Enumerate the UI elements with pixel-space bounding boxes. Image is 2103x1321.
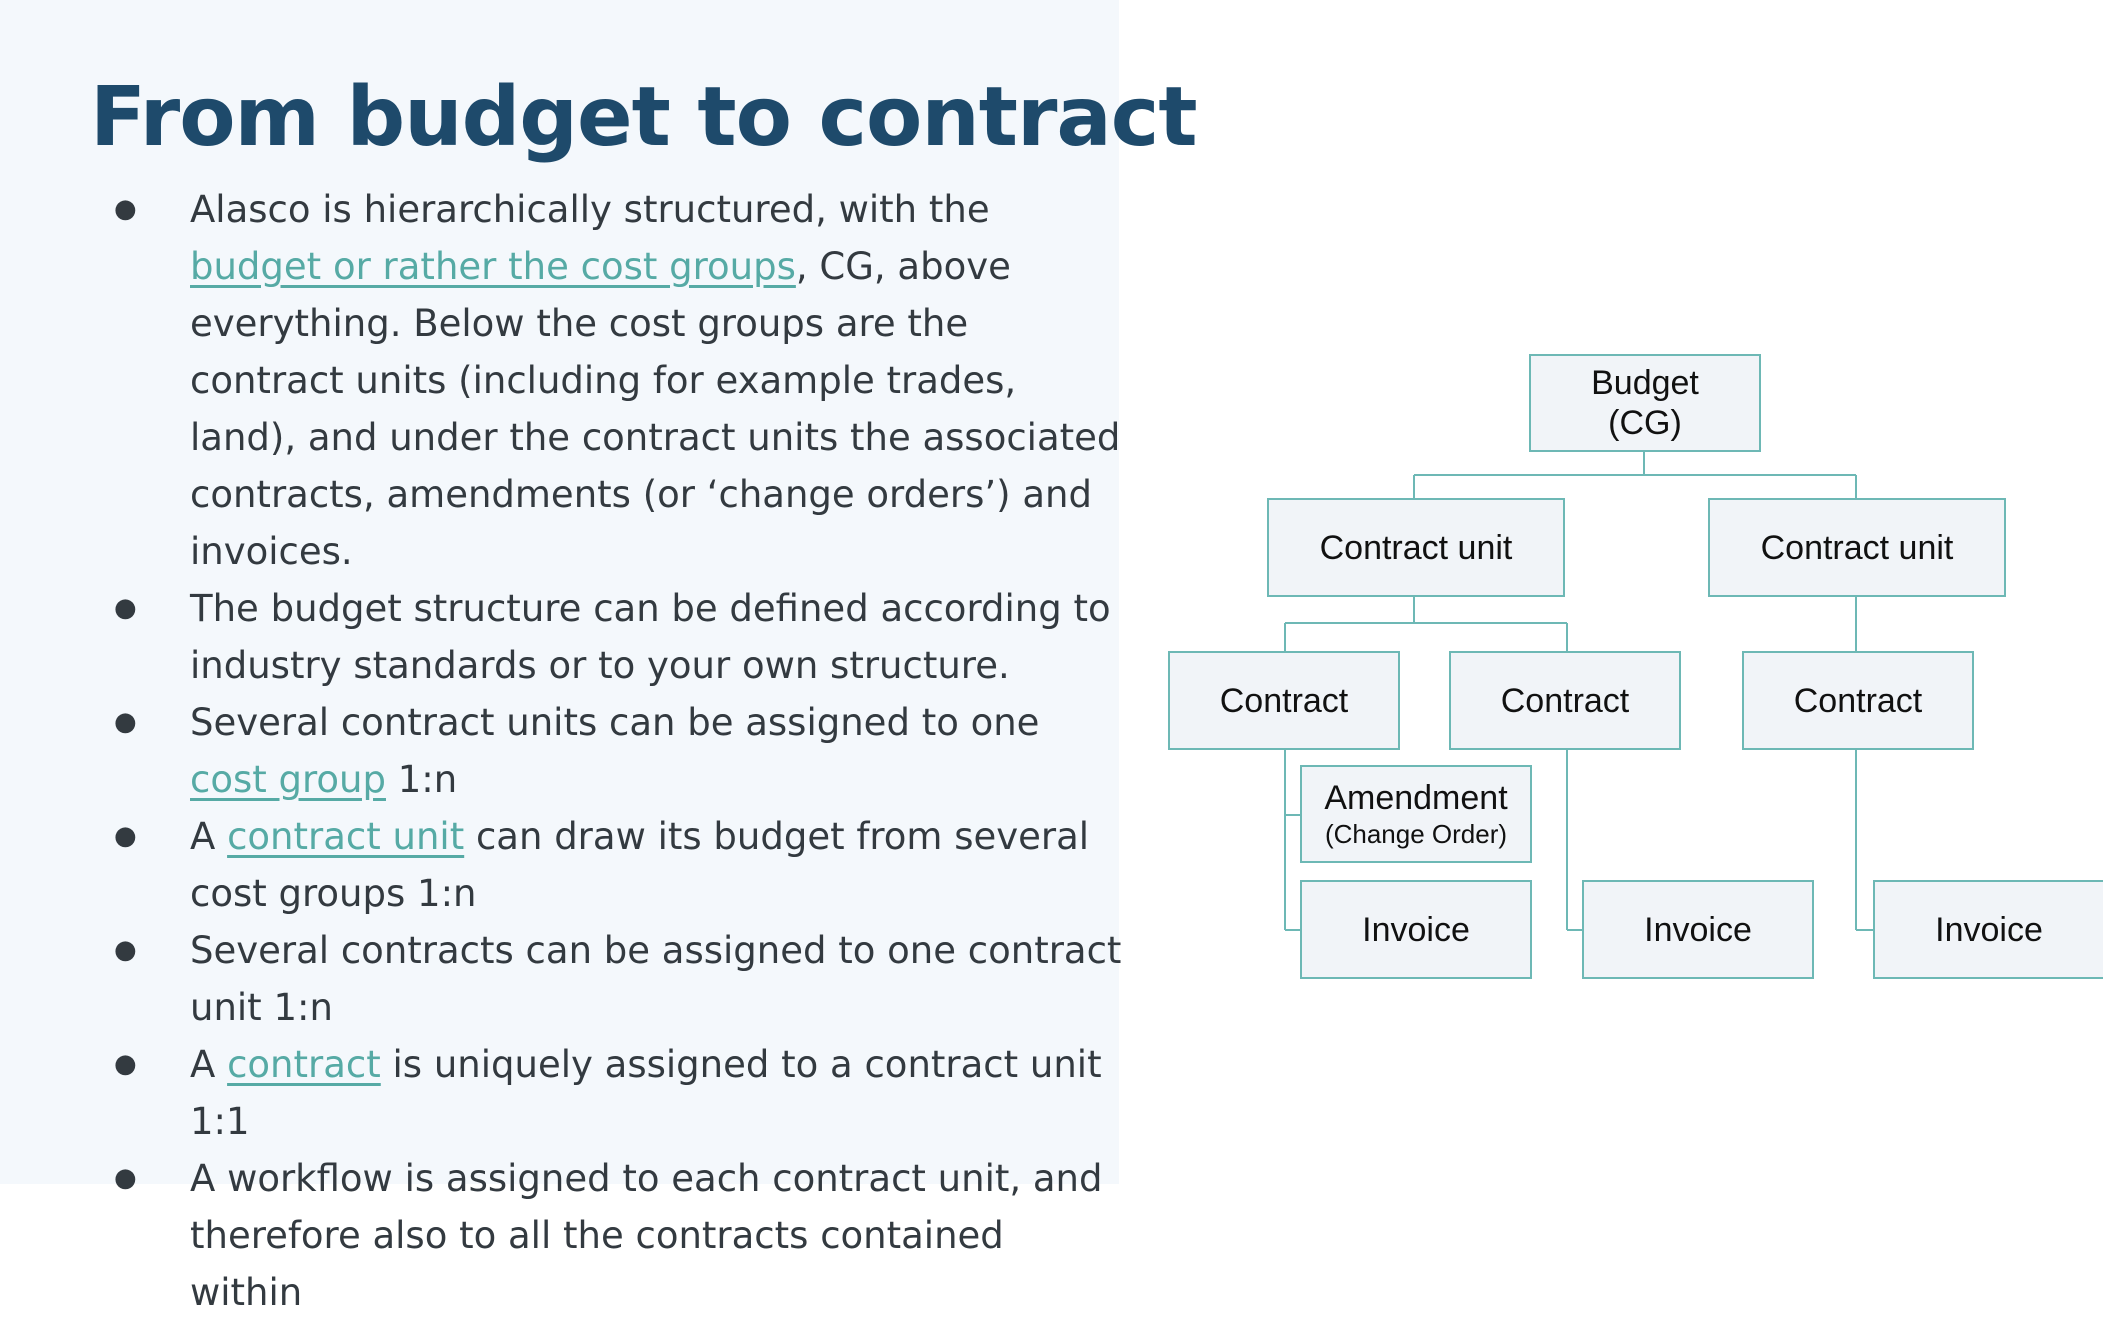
node-contract-3: Contract [1742, 651, 1974, 750]
node-contract-1-label: Contract [1219, 681, 1349, 720]
node-contract-2: Contract [1449, 651, 1681, 750]
node-budget: Budget (CG) [1529, 354, 1761, 452]
bullet-text: Several contracts can be assigned to one… [190, 929, 1122, 1029]
node-contract-unit-2: Contract unit [1708, 498, 2006, 597]
node-amendment-sublabel: (Change Order) [1324, 819, 1508, 849]
inline-link[interactable]: cost group [190, 758, 386, 801]
bullet-item: A workflow is assigned to each contract … [114, 1150, 1124, 1321]
node-amendment: Amendment (Change Order) [1300, 765, 1532, 863]
node-amendment-label: Amendment [1324, 779, 1508, 817]
node-invoice-2: Invoice [1582, 880, 1814, 979]
bullet-text: A [190, 815, 228, 858]
bullet-text: can draw its budget from several cost gr… [190, 815, 1090, 915]
node-contract-3-label: Contract [1793, 681, 1923, 720]
page-title: From budget to contract [90, 70, 1198, 165]
bullet-text: Alasco is hierarchically structured, wit… [190, 188, 990, 231]
bullet-text: , CG, above everything. Below the cost g… [190, 245, 1121, 573]
node-budget-label: Budget [1591, 364, 1699, 402]
inline-link[interactable]: contract [227, 1043, 381, 1086]
bullet-item: The budget structure can be defined acco… [114, 580, 1124, 694]
bullet-list: Alasco is hierarchically structured, wit… [114, 181, 1124, 1321]
bullet-item: Several contract units can be assigned t… [114, 694, 1124, 808]
node-invoice-1-label: Invoice [1362, 910, 1470, 949]
inline-link[interactable]: contract unit [227, 815, 465, 858]
node-invoice-3: Invoice [1873, 880, 2103, 979]
bullet-text: 1:n [385, 758, 458, 801]
node-invoice-1: Invoice [1300, 880, 1532, 979]
node-contract-2-label: Contract [1500, 681, 1630, 720]
bullet-text: A workflow is assigned to each contract … [190, 1157, 1103, 1314]
node-invoice-2-label: Invoice [1644, 910, 1752, 949]
node-budget-sublabel: (CG) [1608, 404, 1682, 442]
bullet-item: A contract is uniquely assigned to a con… [114, 1036, 1124, 1150]
bullet-text: is uniquely assigned to a contract unit … [190, 1043, 1102, 1143]
node-invoice-3-label: Invoice [1935, 910, 2043, 949]
hierarchy-diagram: Budget (CG) Contract unit Contract unit … [1150, 330, 2103, 1030]
node-contract-1: Contract [1168, 651, 1400, 750]
bullet-item: Several contracts can be assigned to one… [114, 922, 1124, 1036]
node-contract-unit-1-label: Contract unit [1319, 528, 1513, 567]
bullet-item: A contract unit can draw its budget from… [114, 808, 1124, 922]
bullet-text: The budget structure can be defined acco… [190, 587, 1111, 687]
diagram-connectors [1284, 452, 1873, 931]
bullet-text: A [190, 1043, 228, 1086]
inline-link[interactable]: budget or rather the cost groups [190, 245, 796, 288]
bullet-item: Alasco is hierarchically structured, wit… [114, 181, 1124, 580]
bullet-text: Several contract units can be assigned t… [190, 701, 1040, 744]
node-contract-unit-2-label: Contract unit [1760, 528, 1954, 567]
node-contract-unit-1: Contract unit [1267, 498, 1565, 597]
